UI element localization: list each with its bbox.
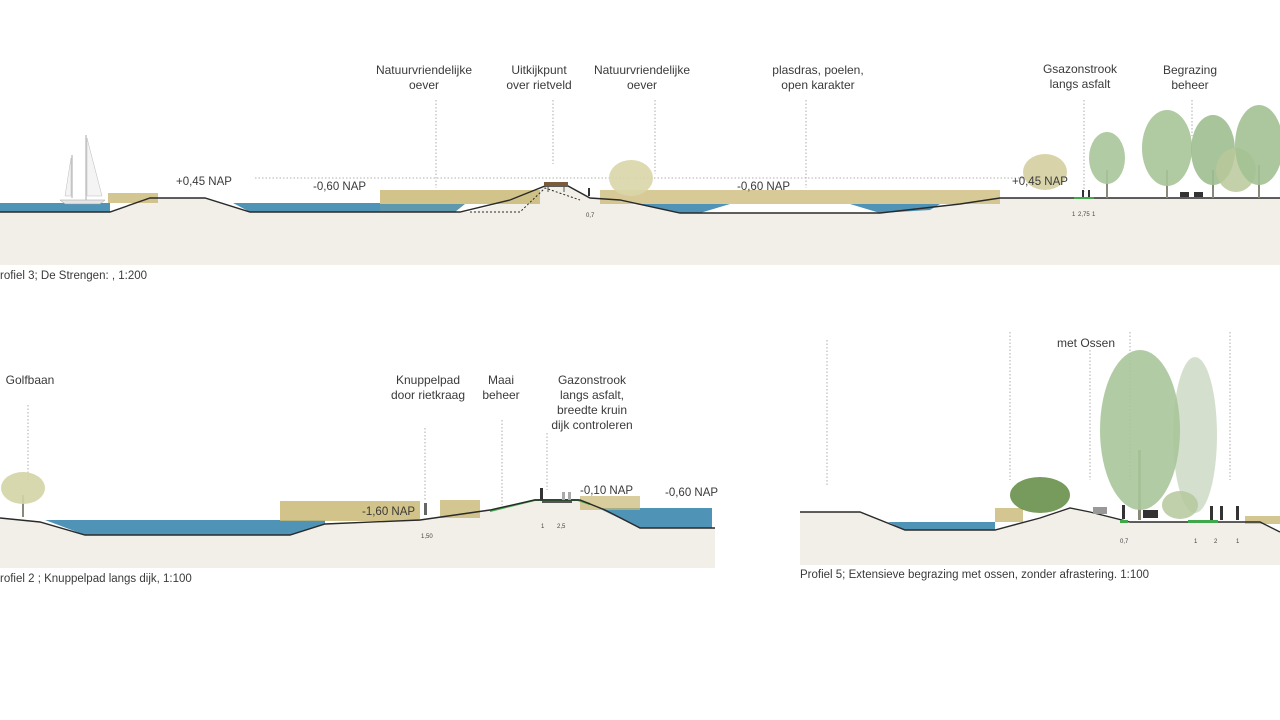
profile3-water-pond-b [640, 204, 730, 213]
profile2-reed-left [280, 501, 420, 521]
label-natuurvriendelijke-oever-2: Natuurvriendelijke oever [593, 63, 691, 92]
dim-2-75: 2,75 [1078, 212, 1090, 218]
profile3-figures [588, 188, 1203, 199]
label-gsazonstrook: Gsazonstrook langs asfalt [1042, 62, 1118, 91]
profile3-reed-left [108, 193, 158, 203]
level-min060-left: -0,60 NAP [313, 181, 367, 193]
level-min010: -0,10 NAP [580, 485, 634, 497]
profile2-figures [424, 488, 572, 515]
profile3-trees [609, 105, 1280, 198]
profile2-section-drawing [0, 405, 715, 568]
profile5-reed [995, 508, 1023, 522]
dim-1-b: 1 [1092, 212, 1096, 218]
profile2-tree [1, 472, 45, 517]
label-uitkijkpunt: Uitkijkpunt over rietveld [506, 63, 572, 92]
profile3-reed-right [600, 190, 1000, 204]
label-begrazing-beheer: Begrazing beheer [1162, 63, 1218, 92]
profile3-section-drawing [0, 100, 1280, 265]
dim-2-p5: 2 [1214, 539, 1218, 545]
label-met-ossen: met Ossen [1056, 336, 1116, 350]
dim-1-b-p5: 1 [1236, 539, 1240, 545]
label-knuppelpad: Knuppelpad door rietkraag [390, 373, 466, 402]
label-plasdras: plasdras, poelen, open karakter [772, 63, 864, 92]
profile5-figures [1093, 505, 1239, 520]
lookout-platform-icon [544, 182, 568, 192]
profile5-trees [1010, 350, 1218, 523]
level-plus045-right: +0,45 NAP [1012, 176, 1068, 188]
profile5-caption: Profiel 5; Extensieve begrazing met osse… [800, 569, 1150, 581]
profile5-reed-right [1245, 516, 1280, 524]
profile2-reed-right [440, 500, 480, 518]
profile5-section-drawing [800, 332, 1280, 565]
level-min060-right: -0,60 NAP [737, 181, 791, 193]
profile3-water-pond-c [850, 204, 940, 213]
profile2-leader-lines [27, 405, 548, 505]
dim-0-7-p5: 0,7 [1120, 539, 1129, 545]
profile3-caption: rofiel 3; De Strengen: , 1:200 [0, 270, 148, 282]
level-min160: -1,60 NAP [362, 506, 416, 518]
profile2-water-right [598, 508, 712, 528]
dim-0-7: 0,7 [586, 213, 595, 219]
label-maai-beheer: Maai beheer [482, 373, 520, 402]
profile3-water-pond-a [380, 204, 465, 212]
dim-1: 1 [541, 524, 545, 530]
dim-2-5: 2,5 [557, 524, 566, 530]
profile3-dashed-line [470, 187, 581, 213]
profile3-water-left [0, 203, 110, 212]
dim-1-50: 1,50 [421, 534, 433, 540]
profile5-water [888, 522, 995, 530]
label-natuurvriendelijke-oever-1: Natuurvriendelijke oever [375, 63, 473, 92]
profile3-ground [0, 186, 1280, 265]
level-plus045-left: +0,45 NAP [176, 176, 232, 188]
dim-1-a: 1 [1072, 212, 1076, 218]
profile2-profile-line [0, 499, 715, 536]
profile2-water-left [45, 520, 325, 535]
sailboat-icon [59, 135, 106, 205]
profile2-caption: rofiel 2 ; Knuppelpad langs dijk, 1:100 [0, 573, 192, 585]
dim-1-a-p5: 1 [1194, 539, 1198, 545]
label-gazonstrook: Gazonstrook langs asfalt, breedte kruin … [551, 373, 633, 432]
profile3-leader-lines [255, 100, 1193, 192]
label-golfbaan: Golfbaan [5, 373, 55, 387]
profile3-reed-middle [380, 190, 540, 204]
level-min060: -0,60 NAP [665, 487, 719, 499]
profile3-water-channel [233, 203, 380, 212]
profile2-ground [0, 500, 715, 568]
